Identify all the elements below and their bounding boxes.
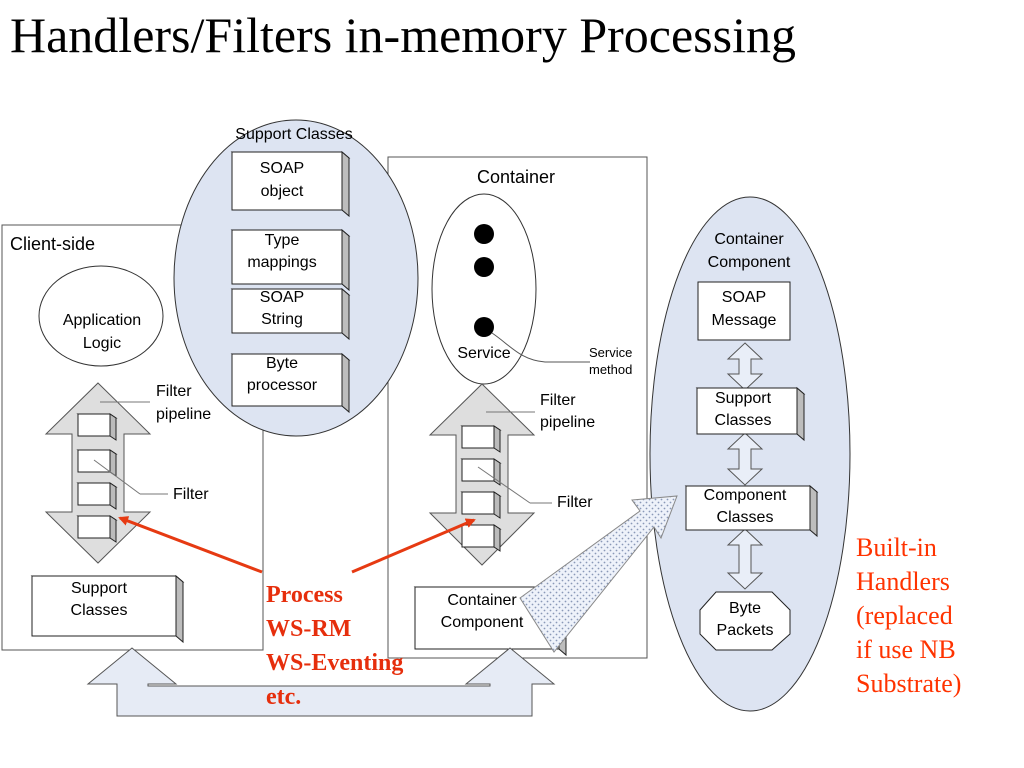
soap-string-line2: String — [261, 311, 303, 328]
service-dot — [474, 317, 494, 337]
container-filter-pipeline-line1: Filter — [540, 392, 576, 409]
container-component-title-line1: Container — [714, 231, 784, 248]
service-ellipse — [431, 193, 590, 385]
soap-object-line1: SOAP — [259, 160, 305, 177]
process-note-line: etc. — [266, 684, 302, 710]
byte-packets-line2: Packets — [716, 622, 774, 639]
service-dot — [474, 224, 494, 244]
client-filter-pipeline-line1: Filter — [156, 383, 192, 400]
byte-processor-line1: Byte — [265, 355, 298, 372]
support-item-soap-string — [230, 287, 351, 341]
right-double-arrows — [726, 342, 764, 590]
application-logic-line1: Application — [62, 312, 142, 329]
byte-processor-line2: processor — [246, 377, 318, 394]
client-filter-blocks — [76, 413, 118, 543]
support-item-soap-object — [230, 150, 351, 218]
builtin-note-line: Substrate) — [856, 669, 962, 698]
container-filter-blocks — [460, 425, 502, 552]
builtin-note-line: Handlers — [856, 567, 950, 596]
builtin-note-line: Built-in — [856, 533, 937, 562]
client-support-classes-line2: Classes — [70, 602, 128, 619]
soap-message-line2: Message — [711, 312, 777, 329]
application-logic-line2: Logic — [82, 335, 122, 352]
service-method-line1: Service — [589, 345, 633, 360]
client-side-title: Client-side — [10, 234, 96, 254]
client-support-classes-line1: Support — [70, 580, 128, 597]
support-item-type-mappings — [230, 228, 351, 292]
container-component-line2: Component — [440, 614, 524, 631]
slide-title: Handlers/Filters in-memory Processing — [10, 7, 796, 63]
right-support-classes-line2: Classes — [714, 412, 772, 429]
zoom-callout-arrow — [519, 495, 678, 653]
support-item-byte-processor — [230, 352, 351, 414]
service-label: Service — [457, 345, 511, 362]
right-support-classes-box — [695, 386, 806, 442]
soap-string-line1: SOAP — [259, 289, 305, 306]
right-support-classes-line1: Support — [714, 390, 772, 407]
process-note-line: Process — [266, 582, 343, 608]
component-classes-box — [684, 484, 819, 538]
builtin-handlers-note: Built-in Handlers (replaced if use NB Su… — [856, 531, 961, 701]
component-classes-line2: Classes — [716, 509, 774, 526]
type-mappings-line2: mappings — [247, 254, 317, 271]
service-method-line2: method — [589, 362, 633, 377]
container-filter-pipeline-arrow — [428, 383, 552, 566]
process-note-line: WS-Eventing — [266, 650, 404, 676]
container-component-title-line2: Component — [707, 254, 791, 271]
red-arrow-to-client-filter — [118, 516, 263, 574]
application-logic-ellipse — [38, 265, 164, 367]
client-filter-label: Filter — [173, 486, 209, 503]
builtin-note-line: (replaced — [856, 601, 953, 630]
container-component-line1: Container — [447, 592, 517, 609]
process-note-line: WS-RM — [266, 616, 352, 642]
red-arrows — [118, 516, 476, 574]
red-arrow-to-container-filter — [351, 518, 476, 574]
soap-object-line2: object — [260, 183, 304, 200]
process-note: Process WS-RM WS-Eventing etc. — [266, 578, 403, 714]
soap-message-box — [697, 281, 791, 341]
bottom-connector-arrow — [86, 647, 556, 717]
soap-message-line1: SOAP — [721, 289, 767, 306]
type-mappings-line1: Type — [264, 232, 300, 249]
support-classes-title: Support Classes — [235, 126, 353, 143]
builtin-note-line: if use NB — [856, 635, 956, 664]
service-dot — [474, 257, 494, 277]
component-classes-line1: Component — [703, 487, 787, 504]
client-filter-pipeline-line2: pipeline — [156, 406, 212, 423]
container-filter-label: Filter — [557, 494, 593, 511]
client-support-classes-box — [30, 574, 185, 644]
container-filter-pipeline-line2: pipeline — [540, 414, 596, 431]
container-title: Container — [476, 167, 556, 187]
byte-packets-line1: Byte — [728, 600, 761, 617]
byte-packets-octagon — [699, 591, 791, 651]
